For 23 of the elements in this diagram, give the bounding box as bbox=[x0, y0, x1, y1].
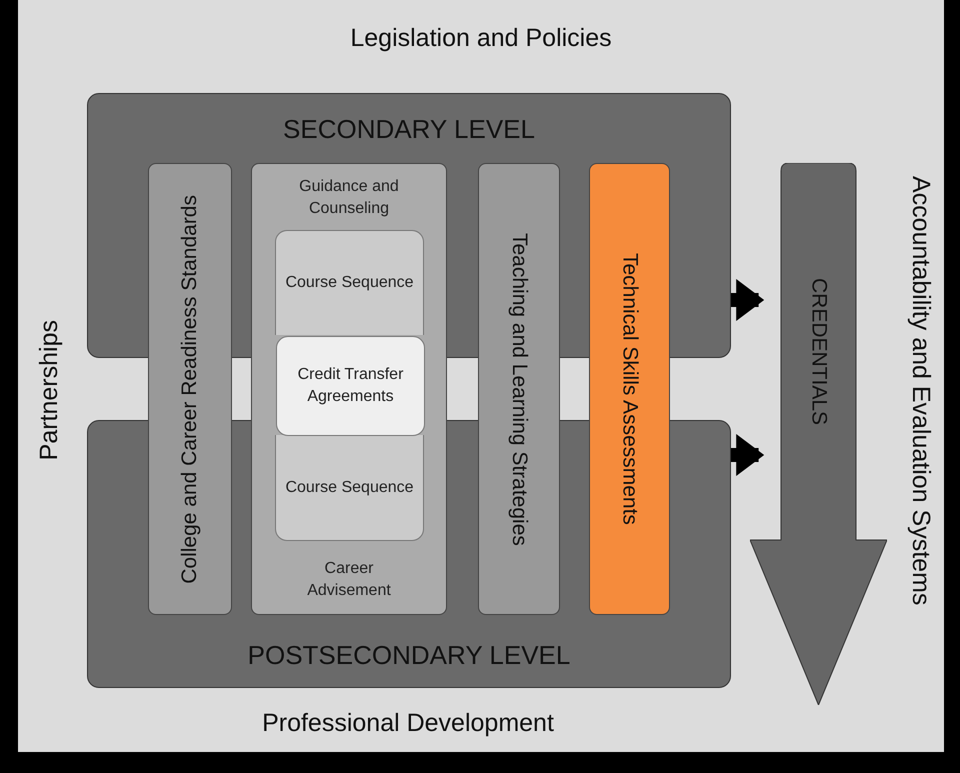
level-title: POSTSECONDARY LEVEL bbox=[248, 639, 570, 672]
box-label: Course Sequence bbox=[284, 273, 414, 293]
box-label: Credit Transfer Agreements bbox=[296, 365, 404, 407]
box-heading: Career Advisement bbox=[306, 559, 392, 601]
level-title: SECONDARY LEVEL bbox=[283, 113, 535, 146]
column-box bbox=[589, 163, 670, 615]
column-box bbox=[148, 163, 232, 615]
sequence-box bbox=[275, 230, 424, 335]
outer-label: Legislation and Policies bbox=[350, 23, 612, 54]
outer-label: Professional Development bbox=[262, 708, 554, 739]
sequence-box bbox=[275, 435, 424, 541]
column-label: Teaching and Learning Strategies bbox=[506, 232, 532, 546]
agreement-box bbox=[276, 336, 425, 436]
block-arrow bbox=[731, 279, 764, 321]
box-label: Course Sequence bbox=[284, 478, 414, 498]
arrow-label: CREDENTIALS bbox=[806, 278, 832, 426]
column-label: College and Career Readiness Standards bbox=[177, 194, 202, 584]
block-arrow bbox=[731, 434, 764, 476]
column-label: Technical Skills Assessments bbox=[617, 253, 642, 525]
box-heading: Guidance and Counseling bbox=[298, 177, 400, 219]
outer-label: Accountability and Evaluation Systems bbox=[906, 176, 936, 606]
outer-label: Partnerships bbox=[34, 320, 64, 461]
column-box bbox=[478, 163, 560, 615]
